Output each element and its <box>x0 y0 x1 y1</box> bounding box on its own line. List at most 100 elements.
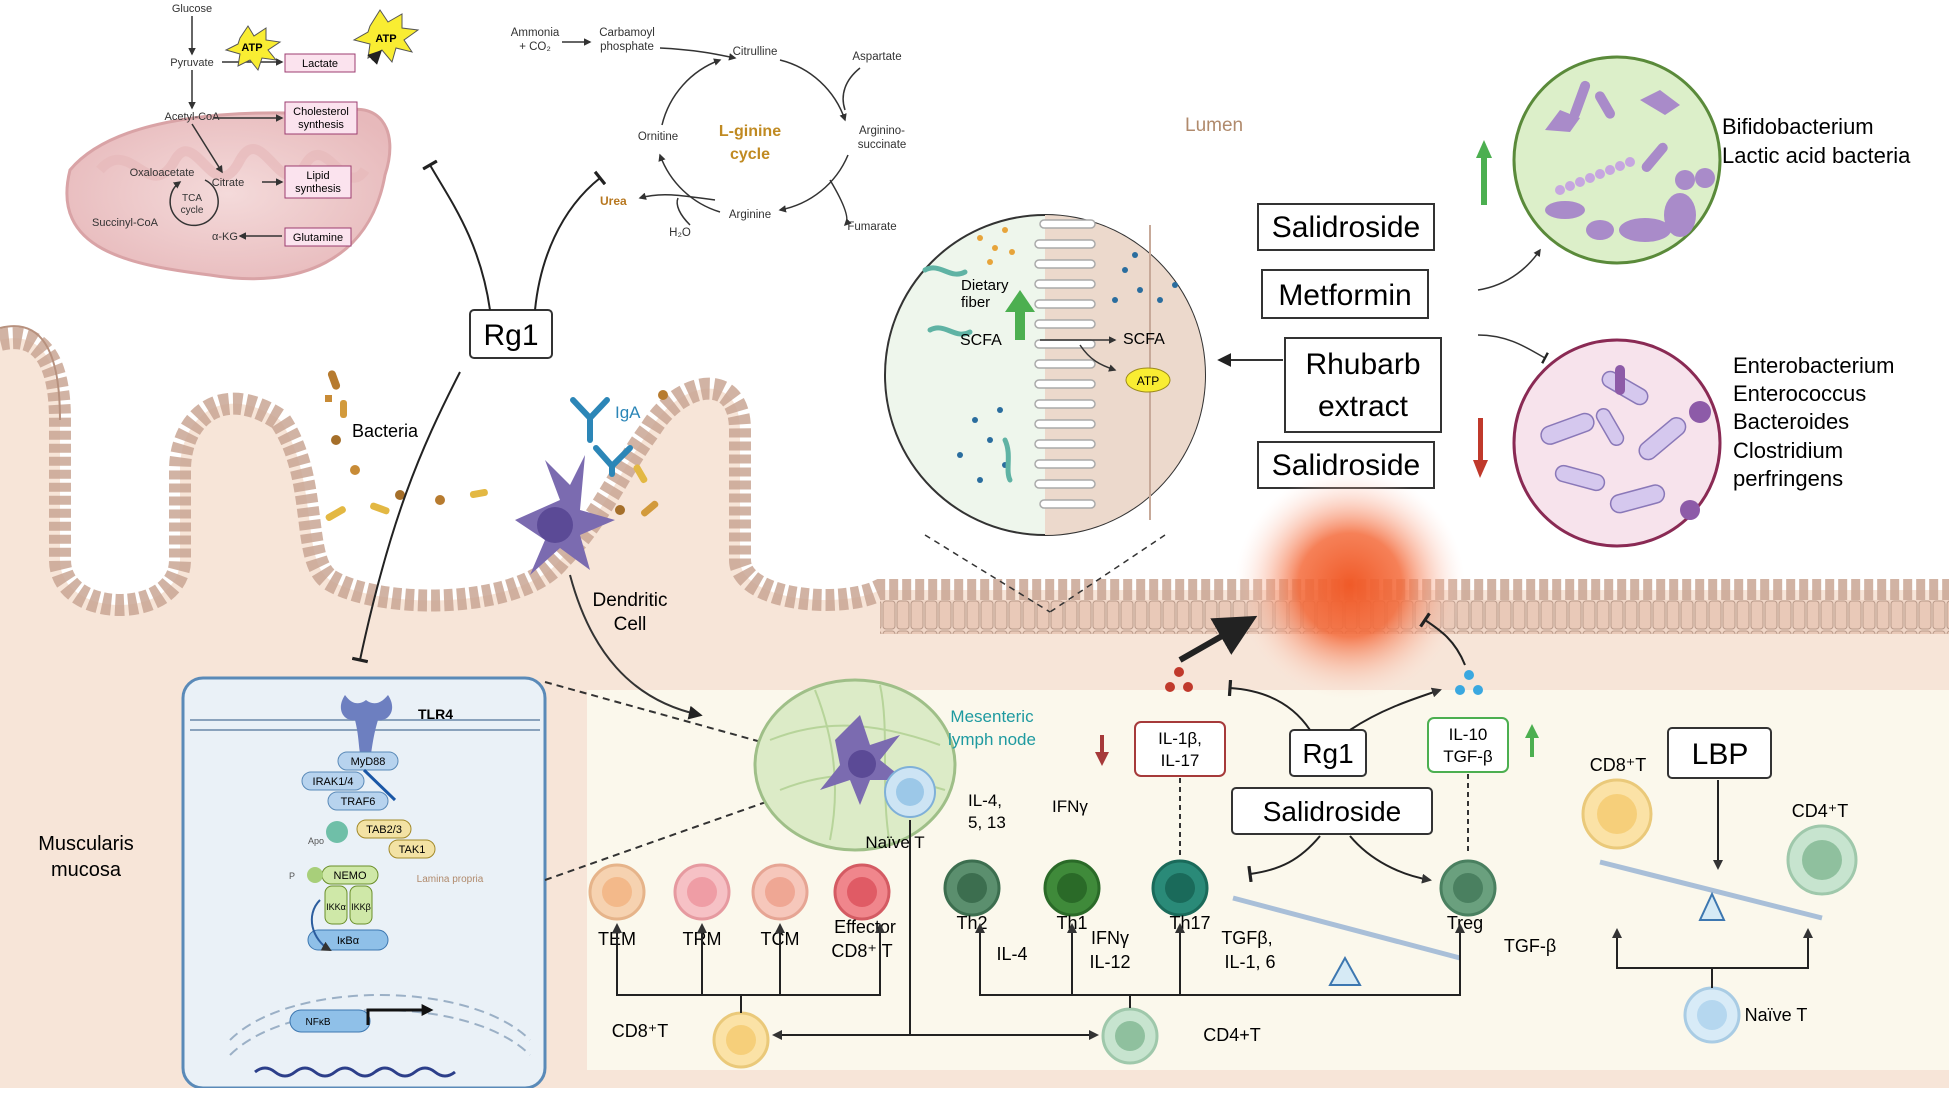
iga-antibody <box>570 397 633 477</box>
l-ginine-title-2: cycle <box>730 146 770 163</box>
rg1-top-box: Rg1 <box>469 309 553 359</box>
tcell-effector <box>833 863 891 921</box>
tlr4-cascade: MyD88 IRAK1/4 TRAF6 TAB2/3 TAK1 NEMO IKK… <box>289 751 484 1033</box>
lbp-seesaw-bar <box>1599 859 1823 921</box>
svg-text:TAB2/3: TAB2/3 <box>366 824 402 836</box>
svg-text:TRAF6: TRAF6 <box>341 796 376 808</box>
svg-text:NFκB: NFκB <box>306 1017 331 1028</box>
svg-text:Arginino-: Arginino- <box>859 125 905 137</box>
dendritic-label-1: Dendritic <box>593 590 668 611</box>
tcell-cd8-bottom <box>712 1011 770 1069</box>
svg-text:IL-17: IL-17 <box>1161 751 1200 770</box>
citrate-label: Citrate <box>212 177 244 189</box>
differentiation-arrows <box>612 820 1465 1040</box>
urea-label: Urea <box>600 194 627 208</box>
red-down-arrow-lymph <box>1095 735 1109 766</box>
seesaw-bar <box>1232 895 1461 961</box>
naive-t-label: Naïve T <box>865 833 924 852</box>
svg-text:IKKα: IKKα <box>326 902 346 912</box>
atp-burst-2: ATP <box>352 9 420 64</box>
svg-text:IRAK1/4: IRAK1/4 <box>313 776 354 788</box>
svg-text:extract: extract <box>1318 390 1409 423</box>
lbp-cd8-label: CD8⁺T <box>1590 755 1647 775</box>
green-up-arrow-lymph <box>1525 724 1539 757</box>
svg-text:LBP: LBP <box>1692 738 1749 771</box>
lymph-node <box>753 678 957 852</box>
svg-text:synthesis: synthesis <box>295 183 341 195</box>
bad-bacteria-circle <box>1512 338 1722 548</box>
tcell-cd4-bottom <box>1101 1007 1159 1065</box>
tca-label-1: TCA <box>182 193 202 204</box>
svg-text:H₂O: H₂O <box>669 227 691 239</box>
lbp-naive-label: Naïve T <box>1745 1005 1808 1025</box>
bacteria-cluster <box>325 370 668 522</box>
succinyl-coa-label: Succinyl-CoA <box>92 217 159 229</box>
iga-label: IgA <box>615 403 641 422</box>
svg-text:IKKβ: IKKβ <box>351 902 371 912</box>
svg-text:synthesis: synthesis <box>298 119 344 131</box>
svg-text:Cholesterol: Cholesterol <box>293 106 349 118</box>
svg-text:IL-4: IL-4 <box>996 944 1027 964</box>
tlr4-title: TLR4 <box>418 706 453 722</box>
tcell-tcm <box>751 863 809 921</box>
glucose-label: Glucose <box>172 3 212 15</box>
lipid-box: Lipid synthesis <box>284 165 352 199</box>
svg-text:Metformin: Metformin <box>1278 279 1411 312</box>
svg-text:TGF-β: TGF-β <box>1443 747 1493 766</box>
cholesterol-box: Cholesterol synthesis <box>284 101 358 135</box>
svg-text:IκBα: IκBα <box>337 935 360 947</box>
lumen-label: Lumen <box>1185 115 1243 136</box>
svg-text:Treg: Treg <box>1447 913 1483 933</box>
svg-text:CD8⁺ T: CD8⁺ T <box>831 941 892 961</box>
svg-text:IL-1β,: IL-1β, <box>1158 729 1202 748</box>
rg1-inhibition-lines <box>351 159 607 664</box>
svg-text:IL-12: IL-12 <box>1089 952 1130 972</box>
salidroside-inhibit-line <box>1247 835 1321 883</box>
svg-text:IL-1, 6: IL-1, 6 <box>1224 952 1275 972</box>
ifng-label: IFNγ <box>1052 797 1088 816</box>
svg-text:TAK1: TAK1 <box>399 844 426 856</box>
svg-text:Salidroside: Salidroside <box>1272 211 1420 244</box>
salidroside-lymph-box: Salidroside <box>1231 787 1433 835</box>
muscularis-label-1: Muscularis <box>38 833 134 855</box>
svg-text:CD8⁺T: CD8⁺T <box>612 1021 669 1041</box>
tcell-trm <box>673 863 731 921</box>
svg-text:phosphate: phosphate <box>600 41 654 53</box>
good-bacteria-circle <box>1512 55 1722 265</box>
svg-text:IFNγ: IFNγ <box>1091 928 1129 948</box>
phospho-dot <box>307 867 323 883</box>
zoom-atp: ATP <box>1125 367 1171 393</box>
dendritic-cell <box>515 455 615 575</box>
good-bacteria-2: Lactic acid bacteria <box>1722 143 1911 168</box>
il1b-il17-box: IL-1β, IL-17 <box>1134 721 1226 777</box>
salidroside-promote-line <box>1349 835 1432 884</box>
red-dots <box>1165 667 1193 692</box>
svg-text:Clostridium: Clostridium <box>1733 438 1843 463</box>
dietary-fiber-1: Dietary <box>961 277 1009 294</box>
to-bad-bacteria-inhibit <box>1477 334 1549 364</box>
lbp-cd4-cell <box>1786 824 1858 896</box>
svg-text:Apo: Apo <box>308 836 324 846</box>
svg-text:Citrulline: Citrulline <box>733 46 778 58</box>
svg-text:Th17: Th17 <box>1169 913 1210 933</box>
svg-text:IL-10: IL-10 <box>1449 725 1488 744</box>
glutamine-box: Glutamine <box>284 227 352 247</box>
tcell-treg <box>1439 859 1497 917</box>
muscularis-label-2: mucosa <box>51 859 122 881</box>
il4-5-13-2: 5, 13 <box>968 813 1006 832</box>
lbp-cd4-label: CD4⁺T <box>1792 801 1849 821</box>
seesaw-fulcrum <box>1328 955 1362 986</box>
svg-text:Lactate: Lactate <box>302 58 338 70</box>
mesenteric-label-2: lymph node <box>948 730 1036 749</box>
svg-text:TGF-β: TGF-β <box>1504 936 1556 956</box>
dendritic-label-2: Cell <box>614 614 647 635</box>
oxaloacetate-label: Oxaloacetate <box>130 167 195 179</box>
zoom-cone-right <box>1049 534 1166 613</box>
metabolism-labels: Glucose Pyruvate Acetyl-CoA Oxaloacetate… <box>92 3 244 243</box>
rhubarb-box: Rhubarb extract <box>1284 337 1442 433</box>
inflammation-arrow <box>1178 615 1258 663</box>
urea-cycle-labels: Ammonia + CO₂ Carbamoyl phosphate Citrul… <box>511 27 907 239</box>
svg-text:Rg1: Rg1 <box>483 319 538 352</box>
svg-text:Rg1: Rg1 <box>1302 738 1353 769</box>
